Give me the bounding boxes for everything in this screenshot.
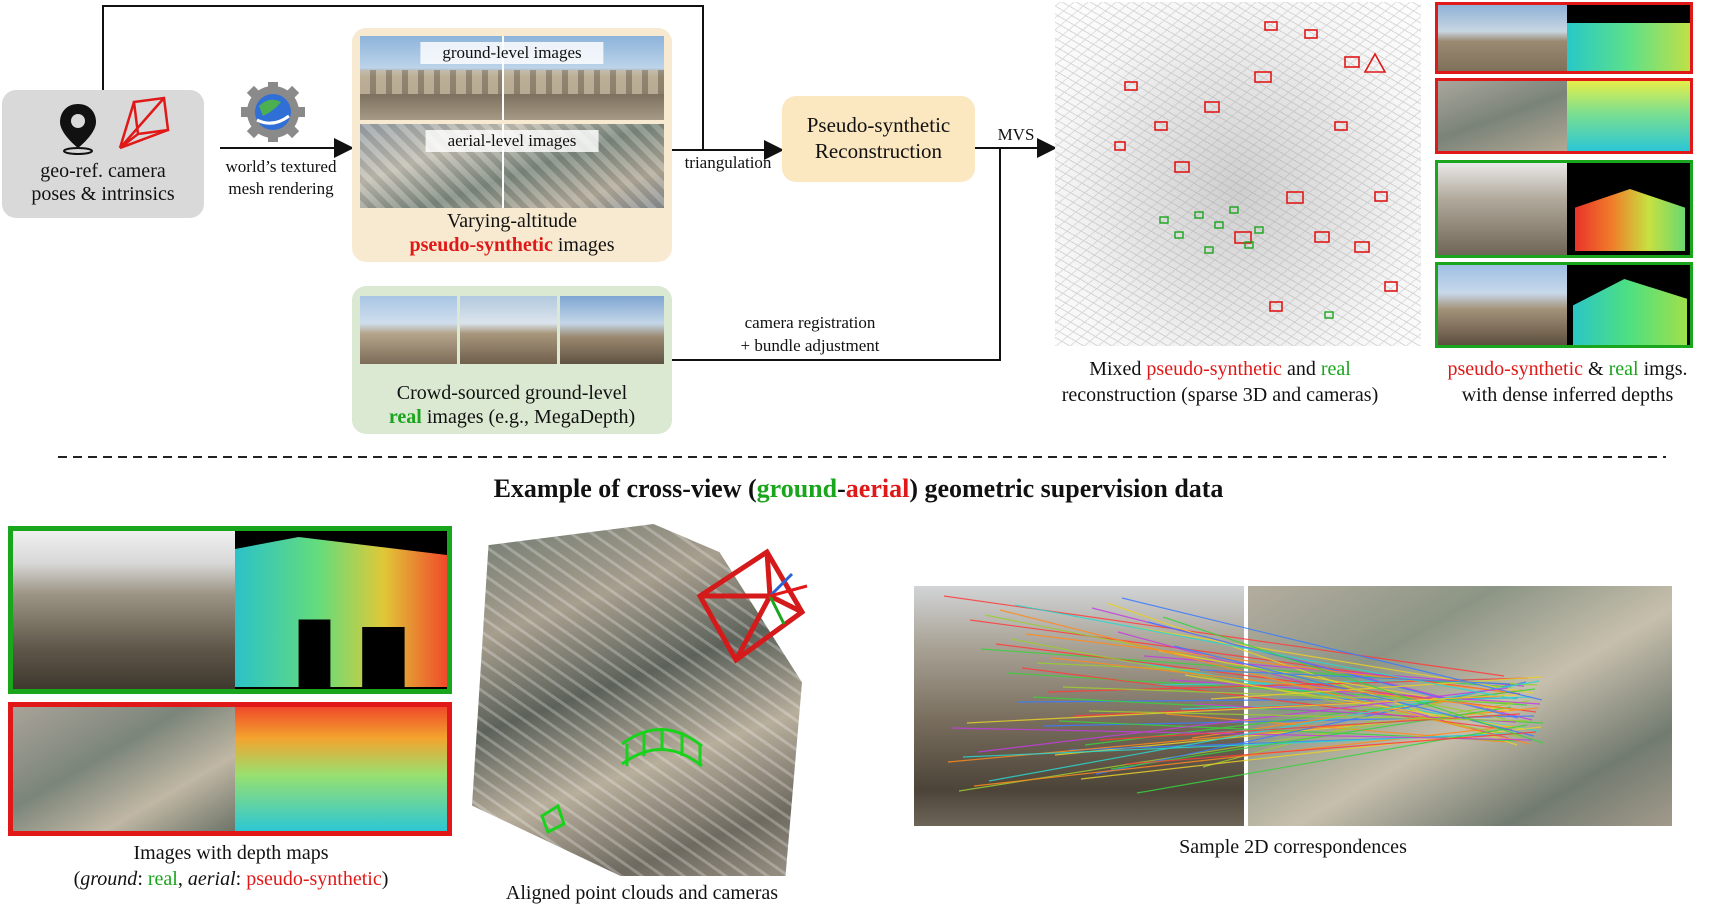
sparse-caption-2: reconstruction (sparse 3D and cameras) — [1061, 384, 1379, 406]
correspondence-lines — [943, 595, 1544, 794]
ground-level-label: ground-level images — [420, 42, 604, 64]
render-label-1: world’s textured — [225, 157, 337, 176]
section-title: Example of cross-view (ground-aerial) ge… — [493, 474, 1224, 503]
mvs-label: MVS — [997, 125, 1035, 144]
map-pin-icon — [60, 104, 96, 155]
correspondence-line — [966, 694, 1518, 724]
pseudo-caption-1: Varying-altitude — [447, 210, 577, 232]
correspondence-line — [1117, 631, 1509, 739]
camera-markers — [1114, 21, 1398, 319]
aligned-cameras — [540, 548, 808, 835]
depth-thumb-red-2 — [1435, 78, 1693, 154]
registration-label-2: + bundle adjustment — [740, 336, 880, 355]
sparse-reconstruction-view — [1055, 2, 1421, 346]
depth-caption-1: pseudo-synthetic & real imgs. — [1447, 358, 1688, 380]
depth-thumb-green-2 — [1435, 262, 1693, 348]
triangulation-label: triangulation — [684, 153, 772, 172]
example-aerial-pair — [8, 702, 452, 836]
aerial-level-label: aerial-level images — [425, 130, 599, 152]
real-photo-2 — [460, 296, 557, 364]
camera-frustum-icon — [118, 96, 170, 150]
real-caption-2: real images (e.g., MegaDepth) — [388, 406, 636, 428]
real-photo-1 — [360, 296, 457, 364]
recon-label-1: Pseudo-synthetic — [806, 113, 951, 137]
depth-maps-caption-1: Images with depth maps — [133, 842, 329, 864]
correspondence-line — [1099, 713, 1521, 741]
correspondence-line — [1106, 602, 1518, 746]
depth-caption-2: with dense inferred depths — [1461, 384, 1674, 406]
correspondence-line — [1121, 597, 1543, 701]
recon-label-2: Reconstruction — [814, 139, 943, 163]
real-caption-1: Crowd-sourced ground-level — [396, 382, 628, 404]
correspondence-line — [1125, 731, 1537, 765]
correspondence-line — [999, 609, 1531, 745]
correspondence-line — [962, 732, 1524, 758]
google-earth-icon — [241, 82, 305, 142]
correspondence-line — [1014, 604, 1516, 700]
pseudo-synthetic-box: ground-level images aerial-level images … — [352, 28, 672, 262]
render-label-2: mesh rendering — [228, 179, 334, 198]
input-label-1: geo-ref. camera — [40, 160, 166, 182]
sparse-caption-1: Mixed pseudo-synthetic and real — [1089, 358, 1351, 380]
example-ground-pair — [8, 526, 452, 694]
ground-level-images: ground-level images — [360, 36, 664, 120]
correspondence-line — [1147, 621, 1519, 719]
depth-thumb-green-1 — [1435, 160, 1693, 258]
aerial-level-images: aerial-level images — [360, 124, 664, 208]
registration-label-1: camera registration — [744, 313, 876, 332]
depth-maps-caption-2: (ground: real, aerial: pseudo-synthetic) — [73, 868, 389, 890]
correspondence-line — [1199, 669, 1511, 685]
pointcloud-caption: Aligned point clouds and cameras — [505, 882, 779, 904]
correspondence-line — [951, 727, 1533, 741]
reconstruction-box: Pseudo-synthetic Reconstruction — [782, 96, 975, 182]
correspondence-line — [988, 680, 1540, 782]
correspondence-line — [1095, 681, 1527, 775]
pseudo-caption-2: pseudo-synthetic images — [409, 234, 615, 256]
correspondence-line — [969, 619, 1521, 695]
real-images-box: Crowd-sourced ground-level real images (… — [352, 286, 672, 434]
correspondence-line — [1162, 616, 1544, 744]
correspondence-line — [1051, 657, 1523, 711]
depth-thumb-red-1 — [1435, 2, 1693, 74]
real-photo-3 — [560, 296, 664, 364]
input-box: geo-ref. camera poses & intrinsics — [2, 90, 204, 218]
correspondence-line — [1136, 724, 1528, 794]
input-label-2: poses & intrinsics — [31, 183, 175, 205]
correspondence-line — [1110, 706, 1512, 770]
correspondences-caption: Sample 2D correspondences — [1179, 836, 1407, 858]
correspondence-line — [973, 725, 1515, 787]
